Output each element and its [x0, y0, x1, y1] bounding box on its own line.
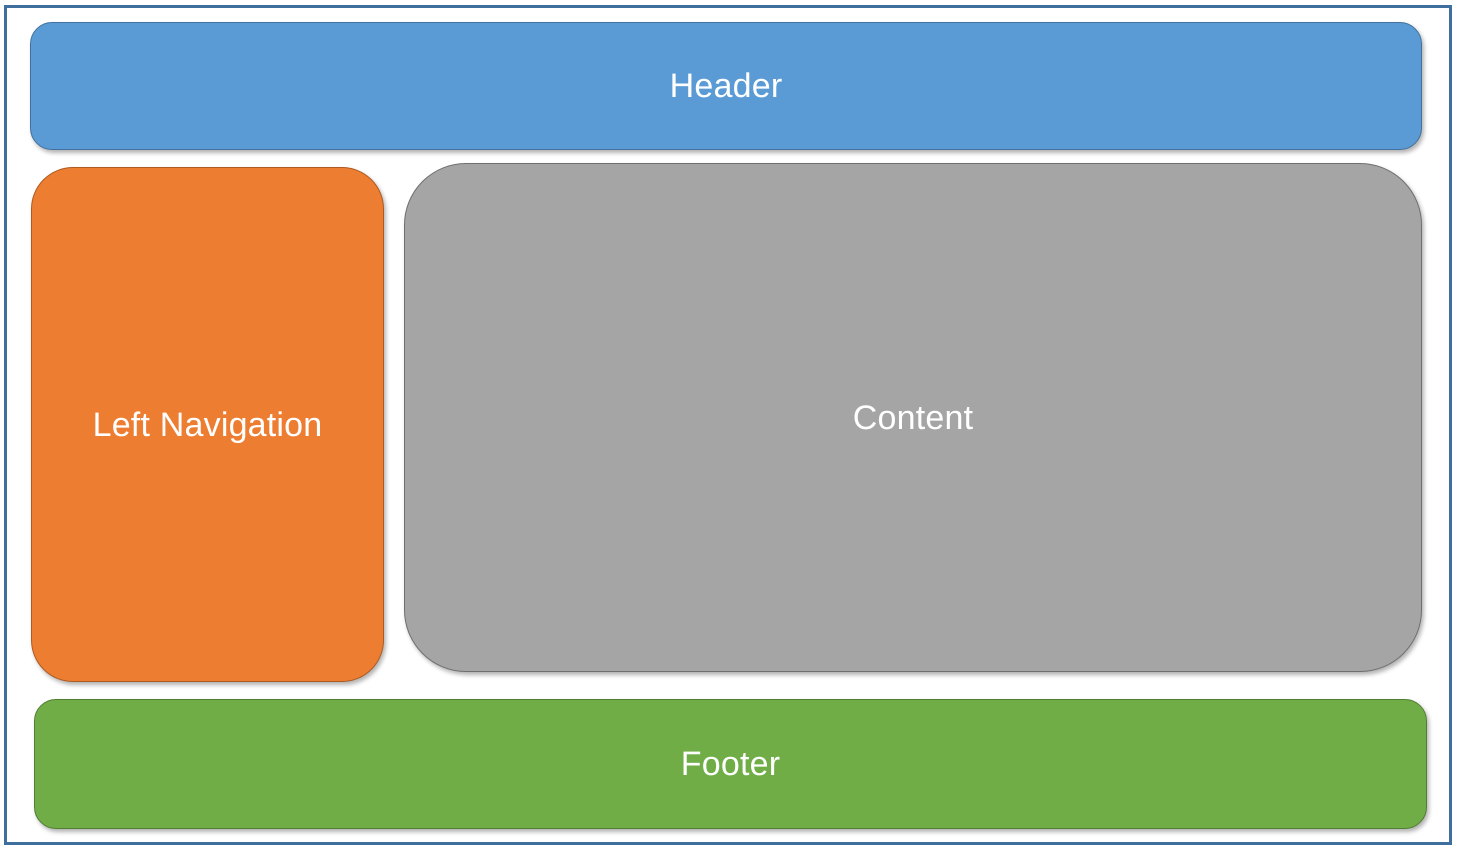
- region-header-label: Header: [669, 67, 783, 105]
- region-footer-label: Footer: [680, 745, 781, 783]
- region-left-navigation[interactable]: Left Navigation: [31, 167, 384, 682]
- region-content-label: Content: [852, 398, 974, 437]
- region-footer[interactable]: Footer: [34, 699, 1427, 829]
- region-content[interactable]: Content: [404, 163, 1422, 672]
- region-left-navigation-label: Left Navigation: [92, 405, 323, 444]
- region-header[interactable]: Header: [30, 22, 1422, 150]
